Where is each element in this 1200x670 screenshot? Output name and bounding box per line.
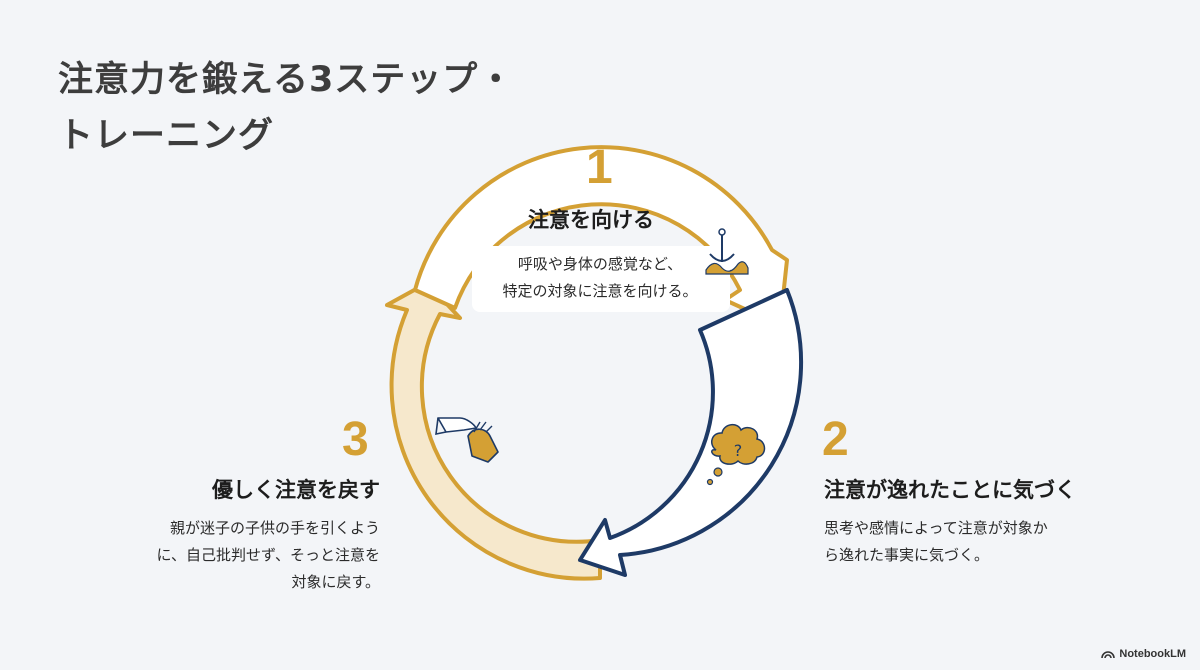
helping-hands-icon xyxy=(435,417,499,463)
step-2-desc: 思考や感情によって注意が対象か ら逸れた事実に気づく。 xyxy=(824,515,1048,569)
footer-brand: NotebookLM xyxy=(1101,648,1186,660)
step-2-title: 注意が逸れたことに気づく xyxy=(824,478,1076,502)
step-3-desc: 親が迷子の子供の手を引くよう に、自己批判せず、そっと注意を 対象に戻す。 xyxy=(110,515,380,596)
step-1-desc-line-1: 呼吸や身体の感覚など、 xyxy=(517,255,683,273)
step-3-desc-line-1: 親が迷子の子供の手を引くよう xyxy=(169,519,380,537)
notebooklm-logo-icon xyxy=(1101,651,1116,659)
step-3-desc-line-2: に、自己批判せず、そっと注意を xyxy=(156,546,380,564)
svg-text:?: ? xyxy=(734,441,743,460)
step-1-title: 注意を向ける xyxy=(528,208,654,232)
step-1-desc-line-2: 特定の対象に注意を向ける。 xyxy=(502,282,698,300)
cycle-segment-3 xyxy=(385,281,602,581)
step-2-desc-line-1: 思考や感情によって注意が対象か xyxy=(824,519,1048,537)
anchor-wave-icon xyxy=(705,228,749,275)
step-1-text-backing xyxy=(472,246,730,312)
step-3-title: 優しく注意を戻す xyxy=(212,478,380,502)
step-3-number: 3 xyxy=(342,413,369,466)
thought-cloud-question-icon: ? xyxy=(706,424,766,486)
title-line-1: 注意力を鍛える3ステップ・ xyxy=(58,60,515,100)
step-2-desc-line-2: ら逸れた事実に気づく。 xyxy=(824,546,990,564)
step-3-desc-line-3: 対象に戻す。 xyxy=(291,573,380,591)
footer-brand-label: NotebookLM xyxy=(1119,648,1186,660)
step-1-number: 1 xyxy=(586,141,613,194)
title-line-2: トレーニング xyxy=(58,116,275,156)
step-2-number: 2 xyxy=(822,413,849,466)
page-title: 注意力を鍛える3ステップ・ トレーニング xyxy=(58,52,514,164)
cycle-segment-1 xyxy=(413,145,789,327)
cycle-segment-2 xyxy=(578,288,803,577)
step-1-desc: 呼吸や身体の感覚など、 特定の対象に注意を向ける。 xyxy=(480,251,720,305)
